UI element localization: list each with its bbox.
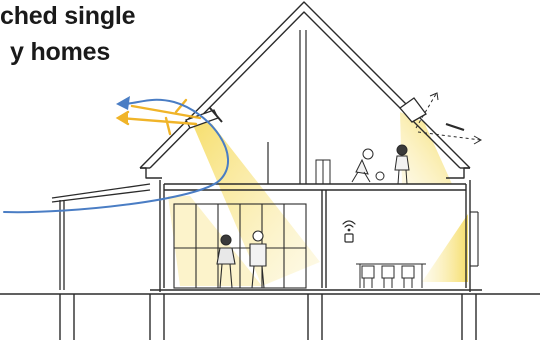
child-running bbox=[352, 149, 373, 182]
upstairs-door bbox=[316, 160, 330, 184]
side-window-right bbox=[470, 212, 478, 266]
foundation bbox=[0, 294, 476, 340]
dining-table bbox=[356, 264, 426, 288]
side-window-beam bbox=[422, 214, 468, 282]
soccer-ball-icon bbox=[376, 172, 384, 180]
skylight-beam-right bbox=[400, 112, 452, 184]
roof-vent bbox=[268, 30, 306, 184]
side-extension bbox=[52, 184, 150, 290]
wifi-icon bbox=[343, 221, 355, 242]
